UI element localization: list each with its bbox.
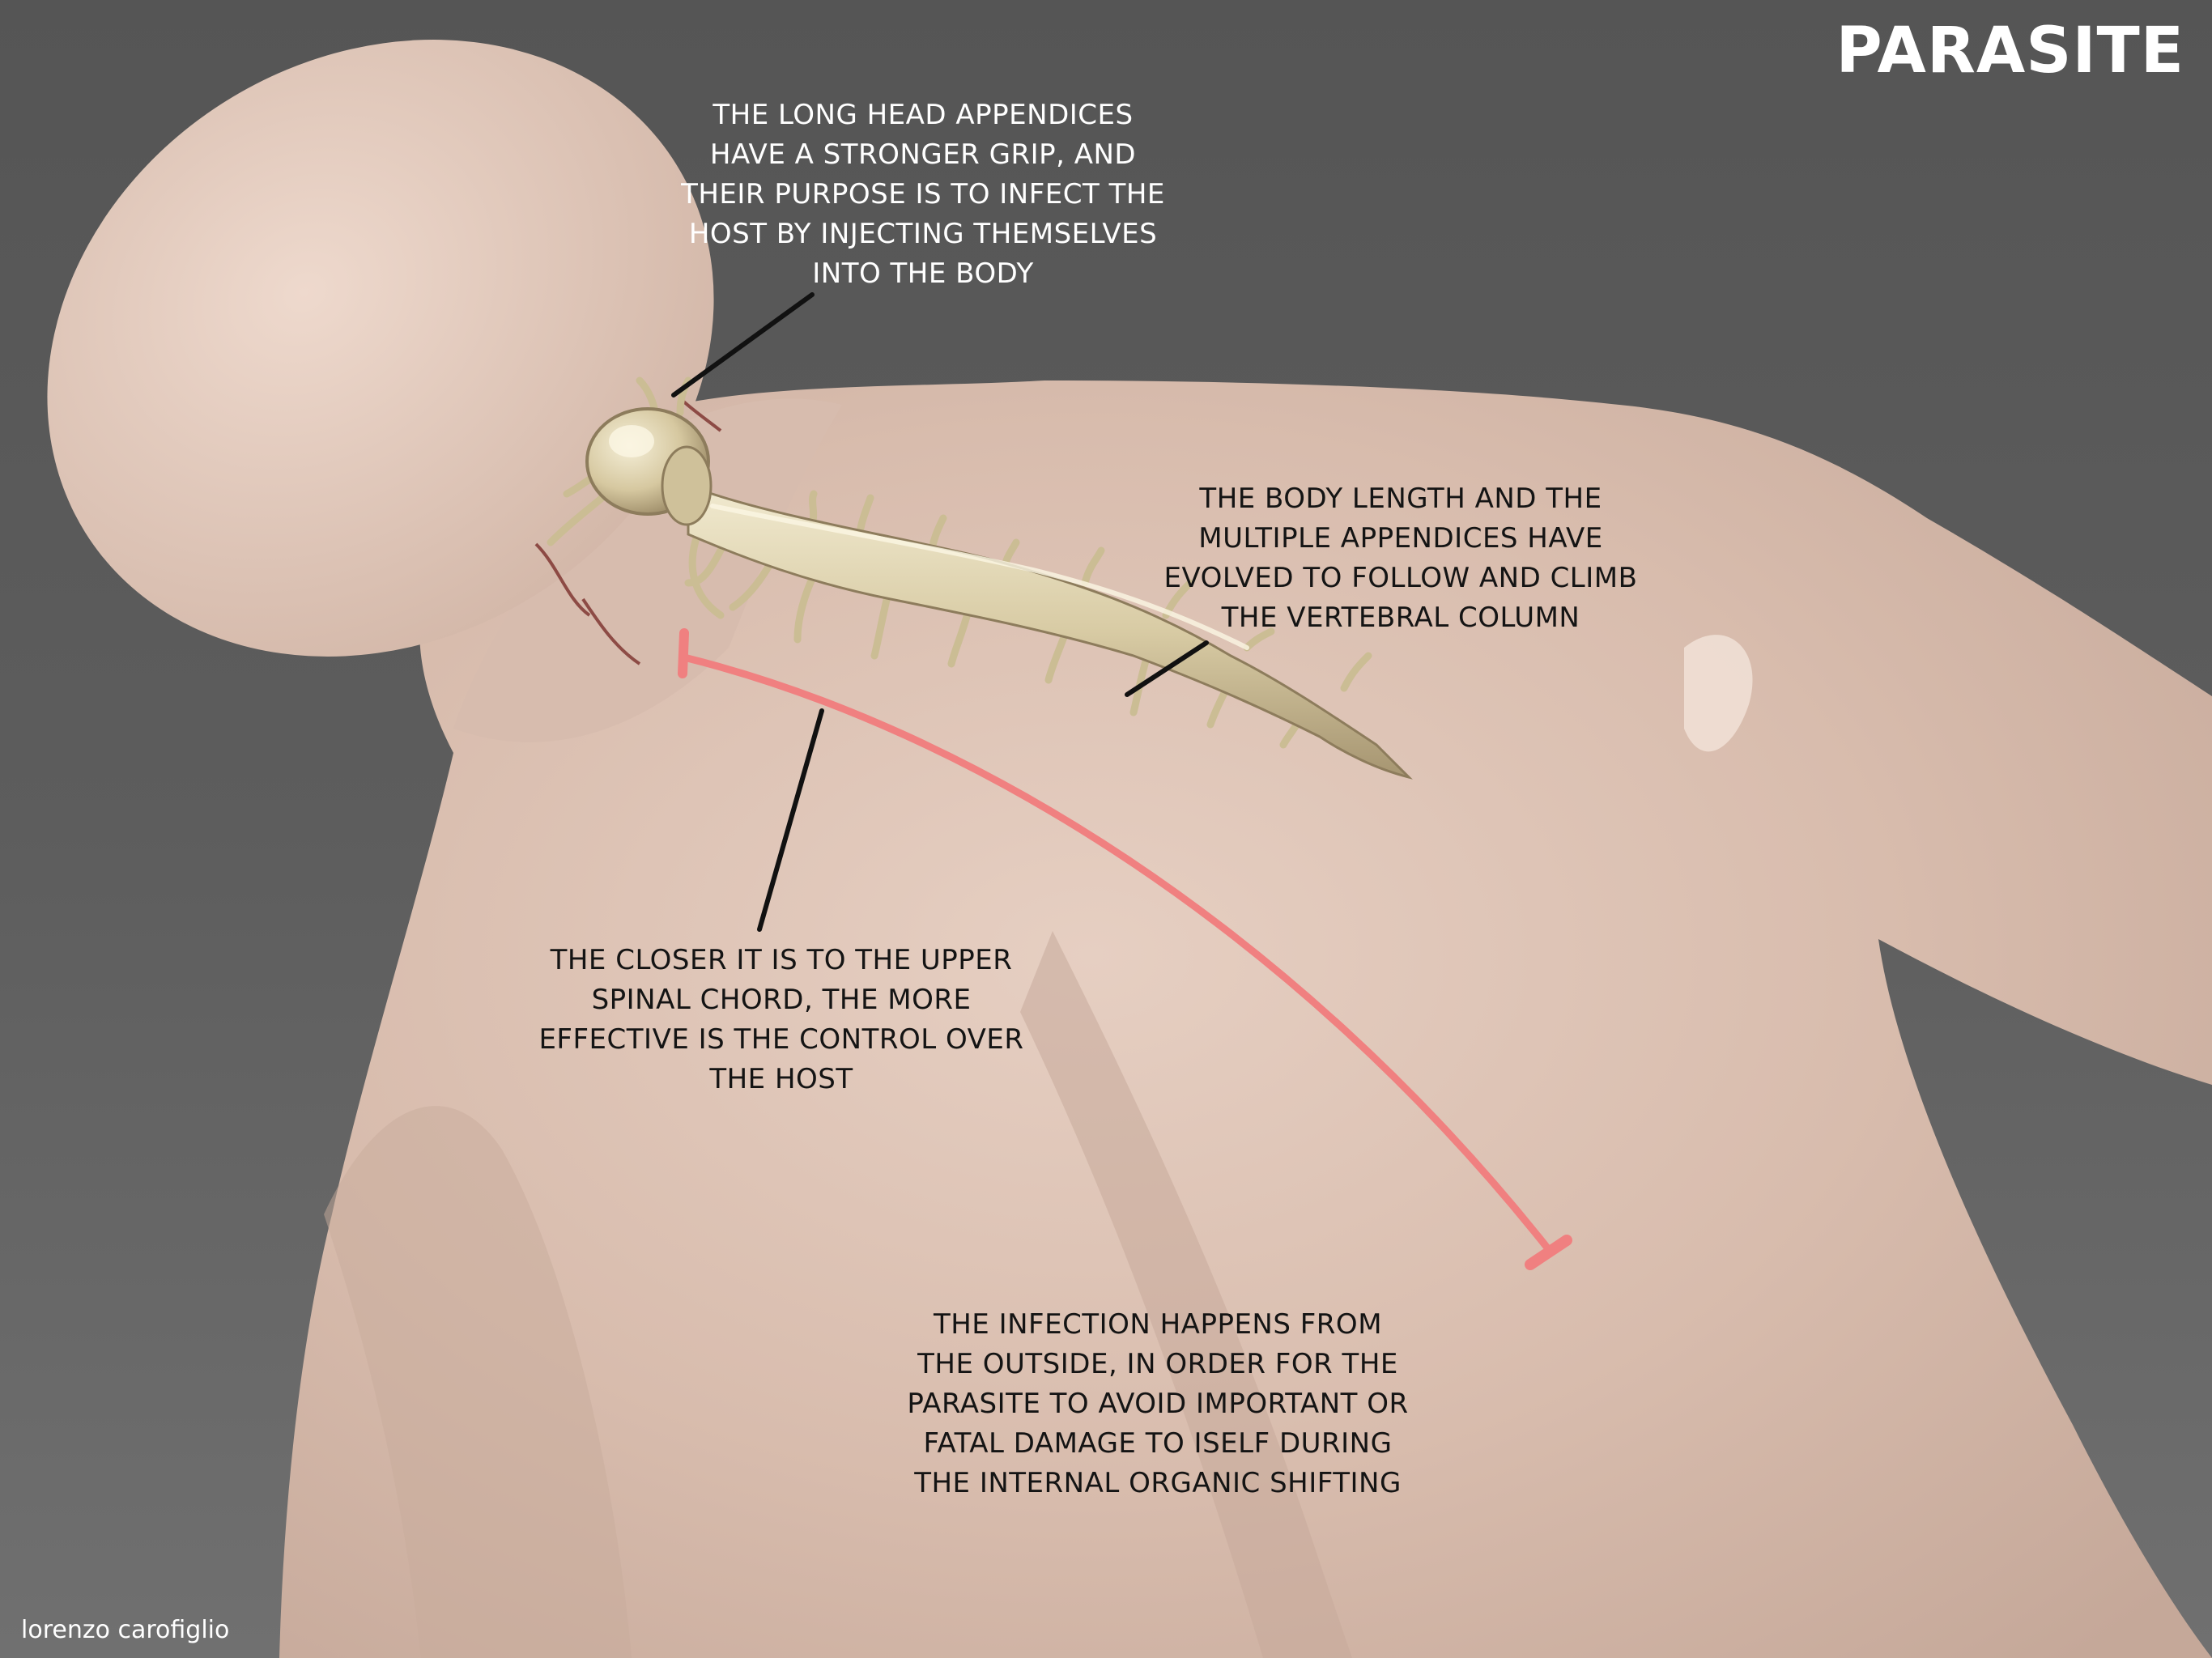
parasite-body-highlight	[710, 504, 1249, 650]
page-title: PARASITE	[1836, 15, 2184, 87]
shoulder-shading	[324, 1106, 632, 1658]
leader-line-control	[757, 708, 824, 932]
host-neck	[453, 398, 842, 742]
host-head	[47, 40, 714, 657]
annotation-spinal-control: THE CLOSER IT IS TO THE UPPER SPINAL CHO…	[538, 944, 1024, 1095]
leader-line-body	[1125, 640, 1209, 697]
wound-marks	[534, 398, 722, 665]
skin-highlight	[1684, 635, 1753, 752]
annotation-head-appendices: THE LONG HEAD APPENDICES HAVE A STRONGER…	[681, 99, 1165, 290]
back-shading	[1020, 931, 1352, 1658]
spine-marker	[678, 628, 1572, 1270]
leader-line-head	[671, 292, 815, 397]
leader-lines	[671, 292, 1209, 932]
annotation-body-length: THE BODY LENGTH AND THE MULTIPLE APPENDI…	[1163, 483, 1638, 634]
parasite-head	[585, 407, 713, 526]
annotation-infection: THE INFECTION HAPPENS FROM THE OUTSIDE, …	[907, 1308, 1409, 1499]
artist-credit: lorenzo carofiglio	[21, 1616, 230, 1644]
